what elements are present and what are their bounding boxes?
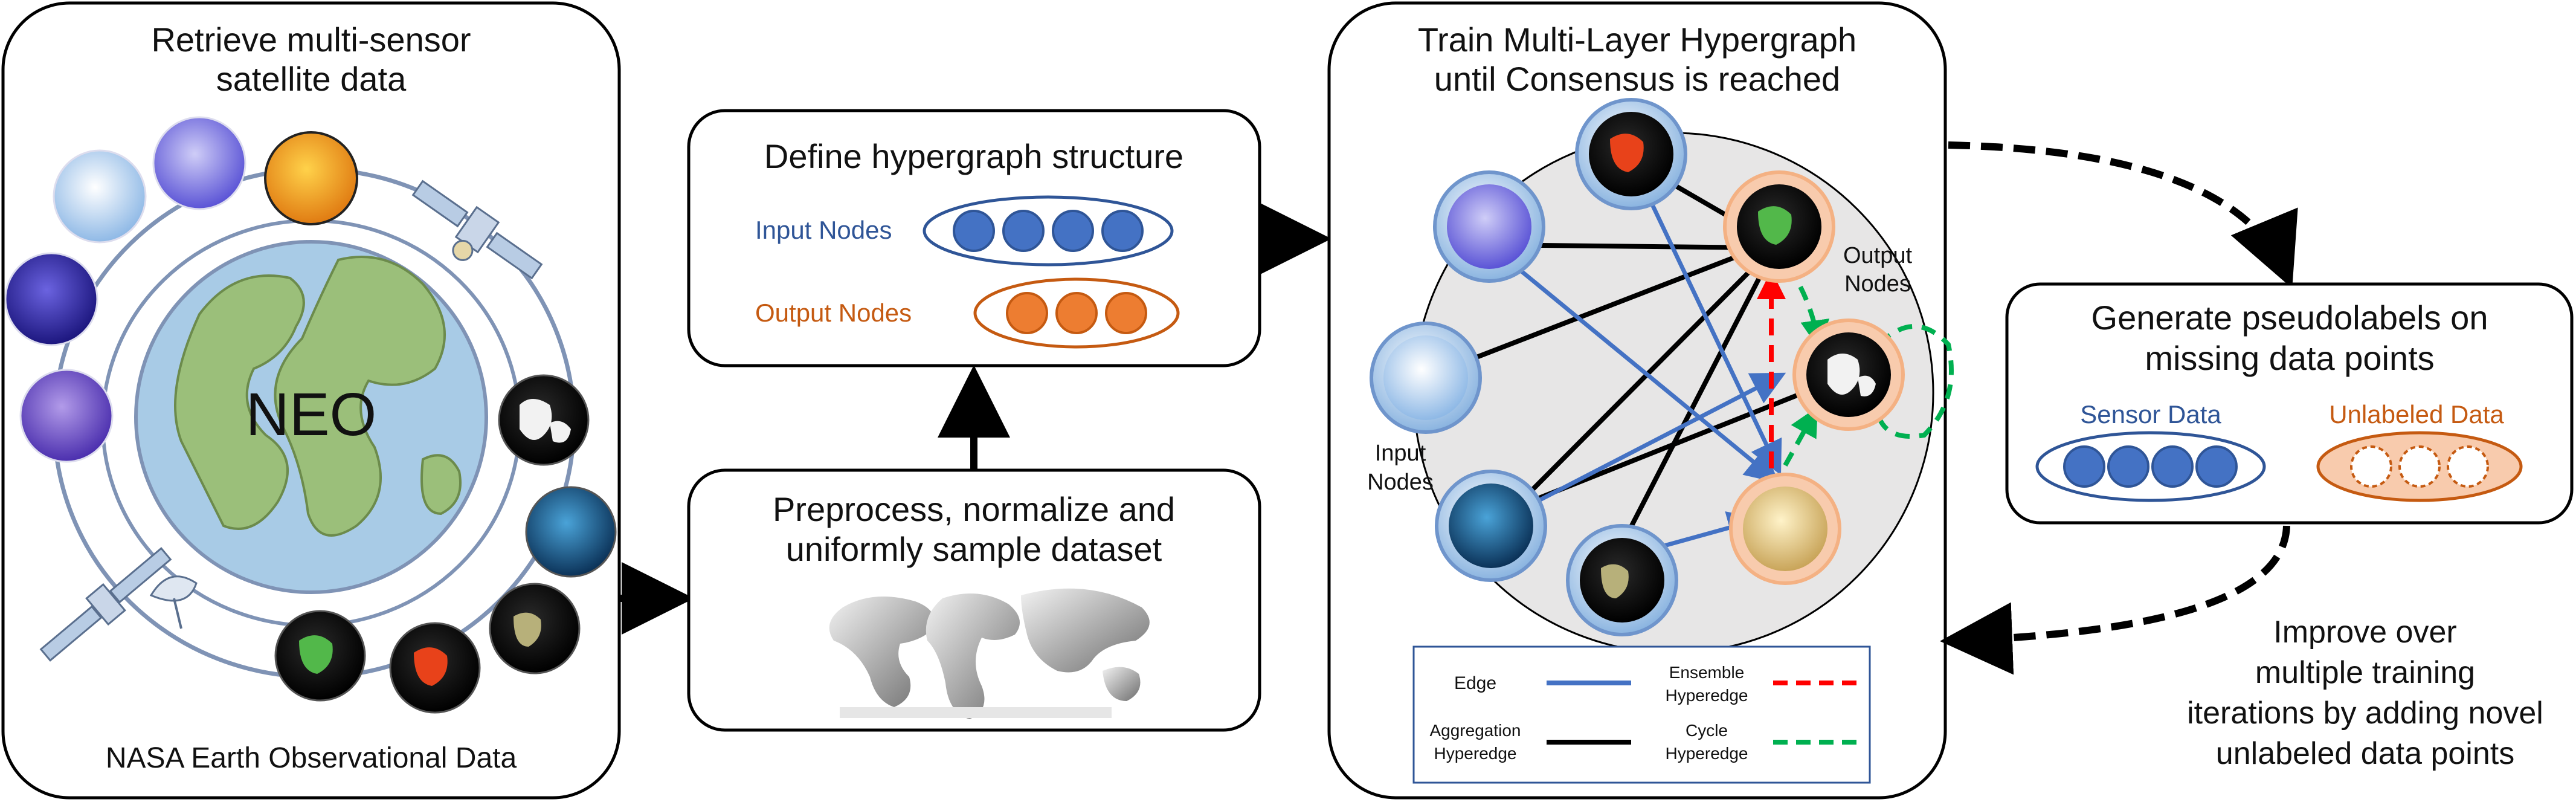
sensor-image-dark-purple [4, 252, 98, 346]
sensor-data-node [2195, 445, 2238, 488]
sensor-image-bw [498, 374, 590, 466]
unlabeled-data-label: Unlabeled Data [2329, 400, 2504, 428]
legend-box [1412, 645, 1871, 784]
earth-globe [134, 240, 488, 594]
arrow-generate-to-train [1940, 525, 2290, 675]
train-input-nodes-line1: Input [1375, 441, 1426, 466]
unlabeled-data-node [2398, 445, 2441, 488]
retrieve-title-line1: Retrieve multi-sensor [151, 21, 471, 59]
input-node [1002, 210, 1045, 252]
satellite-dish-icon [39, 547, 172, 662]
sensor-image-heat [264, 131, 358, 225]
sensor-data-node [2107, 445, 2149, 488]
legend-cycle-line1: Cycle [1686, 721, 1728, 740]
retrieve-title-line2: satellite data [216, 60, 407, 98]
input-node [1052, 210, 1094, 252]
generate-title-line2: missing data points [2145, 339, 2434, 377]
input-node [953, 210, 995, 252]
output-node [1006, 292, 1048, 334]
improve-line4: unlabeled data points [2216, 736, 2514, 771]
sensor-data-node [2063, 445, 2105, 488]
legend-aggregation-line1: Aggregation [1429, 721, 1521, 740]
improve-line2: multiple training [2255, 655, 2475, 690]
input-nodes-label: Input Nodes [755, 216, 892, 244]
earth-label: NEO [246, 381, 377, 448]
satellite-icon [411, 179, 543, 280]
ground-dish-icon [149, 575, 198, 629]
preprocess-title-line2: uniformly sample dataset [786, 530, 1162, 568]
improve-line3: iterations by adding novel [2187, 696, 2543, 731]
unlabeled-data-node [2350, 445, 2392, 488]
grayscale-world-map [829, 588, 1150, 719]
define-title: Define hypergraph structure [764, 137, 1183, 175]
legend-edge-label: Edge [1454, 673, 1496, 693]
legend-ensemble-line2: Hyperedge [1666, 686, 1748, 705]
train-output-nodes-line2: Nodes [1844, 271, 1911, 297]
improve-line1: Improve over [2273, 615, 2456, 650]
train-output-nodes-line1: Output [1843, 243, 1913, 268]
train-input-nodes-line2: Nodes [1367, 470, 1434, 495]
output-node [1055, 292, 1098, 334]
output-nodes-label: Output Nodes [755, 299, 912, 327]
sensor-image-vegetation [274, 610, 366, 702]
sensor-data-label: Sensor Data [2080, 400, 2221, 428]
preprocess-title-line1: Preprocess, normalize and [773, 490, 1175, 528]
legend-ensemble-line1: Ensemble [1669, 663, 1745, 682]
retrieve-footer: NASA Earth Observational Data [106, 742, 517, 774]
sensor-data-node [2151, 445, 2194, 488]
arrow-train-to-generate [1948, 141, 2298, 289]
sensor-image-purple [152, 116, 246, 210]
input-node [1101, 210, 1144, 252]
sensor-image-olive [489, 583, 581, 674]
sensor-image-ocean [525, 486, 617, 578]
legend-aggregation-line2: Hyperedge [1434, 744, 1517, 763]
sensor-image-cloud [53, 149, 147, 244]
sensor-image-fire [389, 622, 481, 714]
sensor-image-violet [19, 369, 114, 463]
train-title-line2: until Consensus is reached [1434, 60, 1840, 98]
generate-title-line1: Generate pseudolabels on [2091, 299, 2488, 337]
output-node [1105, 292, 1147, 334]
train-title-line1: Train Multi-Layer Hypergraph [1418, 21, 1856, 59]
unlabeled-data-node [2447, 445, 2489, 488]
legend-cycle-line2: Hyperedge [1666, 744, 1748, 763]
